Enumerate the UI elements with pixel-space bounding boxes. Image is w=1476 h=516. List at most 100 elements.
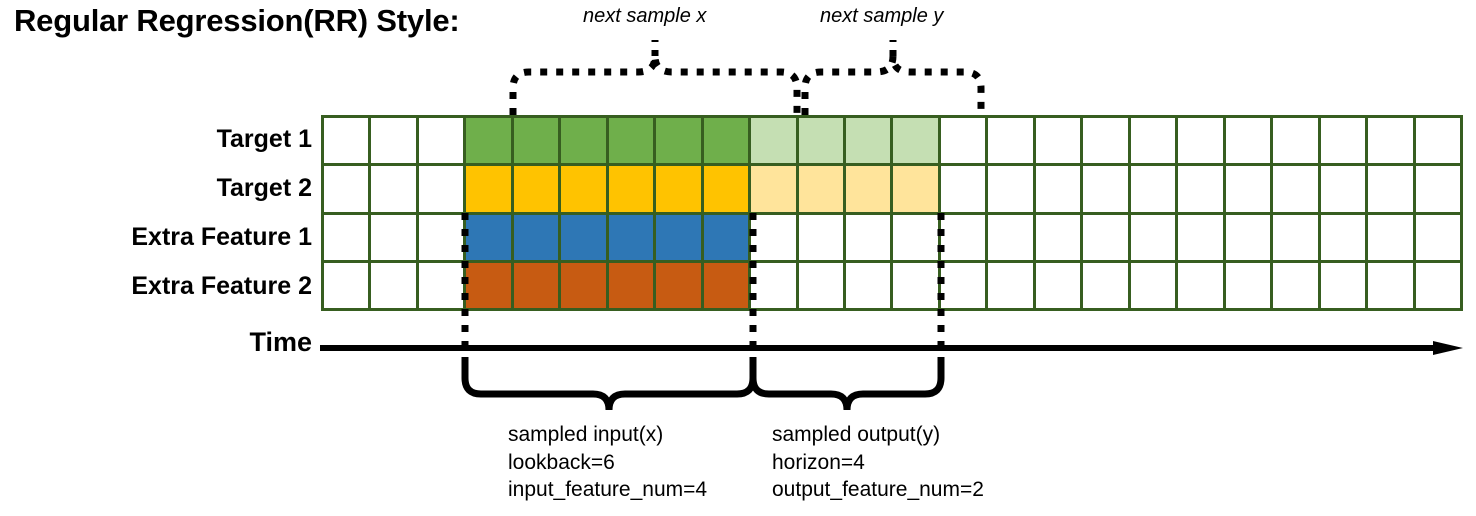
grid-cell-target-1-22-empty — [1368, 118, 1413, 164]
grid-cell-target-2-14-empty — [988, 166, 1033, 212]
grid-cell-target-1-15-empty — [1035, 118, 1081, 164]
grid-cell-target-2-5-input — [561, 166, 606, 212]
grid-cell-target-2-23-empty — [1415, 166, 1460, 212]
grid-cell-target-2-15-empty — [1035, 166, 1081, 212]
grid-cell-target-2-16-empty — [1083, 166, 1128, 212]
annotation-next-sample-y: next sample y — [820, 5, 944, 27]
grid-cell-target-2-12-output — [893, 166, 938, 212]
grid-cell-extra-feature-1-5-input — [561, 214, 606, 260]
grid-cell-extra-feature-2-15-empty — [1035, 262, 1081, 308]
grid-cell-extra-feature-2-7-input — [656, 262, 701, 308]
dotted-brace-next-sample-x — [509, 55, 801, 115]
grid-cell-extra-feature-1-21-empty — [1320, 214, 1366, 260]
grid-cell-extra-feature-1-17-empty — [1130, 214, 1176, 260]
grid-cell-target-2-10-output — [798, 166, 844, 212]
grid-cell-extra-feature-2-3-input — [466, 262, 511, 308]
grid-cell-extra-feature-2-16-empty — [1083, 262, 1128, 308]
grid-cell-target-1-19-empty — [1225, 118, 1271, 164]
caption-output-horizon: horizon=4 — [772, 450, 865, 474]
grid-cell-extra-feature-2-10-empty — [798, 262, 844, 308]
grid-cell-extra-feature-1-22-empty — [1368, 214, 1413, 260]
grid-cell-extra-feature-2-5-input — [561, 262, 606, 308]
grid-cell-target-2-13-empty — [940, 166, 986, 212]
grid-cell-extra-feature-2-6-input — [608, 262, 654, 308]
row-label-text: Extra Feature 2 — [131, 271, 312, 300]
grid-cell-extra-feature-2-8-input — [703, 262, 749, 308]
grid-cell-target-2-22-empty — [1368, 166, 1413, 212]
row-label-extra-feature-2: Extra Feature 2 — [0, 262, 312, 310]
grid-cell-extra-feature-2-2-empty — [418, 262, 464, 308]
time-axis-label: Time — [249, 327, 312, 357]
grid-cell-extra-feature-2-23-empty — [1415, 262, 1460, 308]
grid-cell-target-1-9-output — [751, 118, 796, 164]
row-label-target-2: Target 2 — [0, 164, 312, 212]
grid-cell-target-1-2-empty — [418, 118, 464, 164]
grid-cell-target-1-17-empty — [1130, 118, 1176, 164]
grid-cell-extra-feature-1-11-empty — [846, 214, 891, 260]
grid-cell-target-1-13-empty — [940, 118, 986, 164]
annotation-next-sample-x: next sample x — [583, 5, 707, 27]
grid-cell-extra-feature-1-7-input — [656, 214, 701, 260]
grid-cell-extra-feature-1-18-empty — [1178, 214, 1223, 260]
grid-cell-extra-feature-1-9-empty — [751, 214, 796, 260]
grid-cell-target-1-14-empty — [988, 118, 1033, 164]
grid-cell-extra-feature-1-1-empty — [371, 214, 416, 260]
caption-input-feature-num: input_feature_num=4 — [508, 478, 708, 502]
grid-cell-extra-feature-1-15-empty — [1035, 214, 1081, 260]
row-label-extra-feature-1: Extra Feature 1 — [0, 213, 312, 261]
grid-cell-target-1-21-empty — [1320, 118, 1366, 164]
grid-cell-extra-feature-2-1-empty — [371, 262, 416, 308]
grid-cell-target-1-8-input — [703, 118, 749, 164]
grid-cell-extra-feature-1-0-empty — [324, 214, 369, 260]
grid-cell-extra-feature-2-9-empty — [751, 262, 796, 308]
grid-cell-extra-feature-2-19-empty — [1225, 262, 1271, 308]
grid-cell-extra-feature-1-20-empty — [1273, 214, 1318, 260]
grid-cell-target-2-4-input — [513, 166, 559, 212]
time-axis-arrow — [320, 341, 1463, 355]
grid-cell-target-2-6-input — [608, 166, 654, 212]
grid-cell-target-2-8-input — [703, 166, 749, 212]
grid-cell-target-2-21-empty — [1320, 166, 1366, 212]
grid-cell-target-2-9-output — [751, 166, 796, 212]
grid-cell-target-2-19-empty — [1225, 166, 1271, 212]
grid-cell-extra-feature-1-8-input — [703, 214, 749, 260]
row-label-text: Target 2 — [216, 173, 312, 202]
grid-cell-target-1-4-input — [513, 118, 559, 164]
grid-cell-extra-feature-1-4-input — [513, 214, 559, 260]
row-label-text: Extra Feature 1 — [131, 222, 312, 251]
grid-cell-target-1-10-output — [798, 118, 844, 164]
grid-cell-extra-feature-1-2-empty — [418, 214, 464, 260]
grid-cell-extra-feature-2-22-empty — [1368, 262, 1413, 308]
grid-cell-extra-feature-2-12-empty — [893, 262, 938, 308]
grid-cell-target-1-6-input — [608, 118, 654, 164]
grid-cell-target-1-0-empty — [324, 118, 369, 164]
dotted-brace-next-sample-y — [801, 55, 985, 115]
caption-sampled-input: sampled input(x) lookback=6 input_featur… — [508, 421, 707, 504]
grid-cell-target-1-16-empty — [1083, 118, 1128, 164]
caption-output-title: sampled output(y) — [772, 423, 941, 446]
grid-cell-target-1-3-input — [466, 118, 511, 164]
page-title: Regular Regression(RR) Style: — [14, 3, 460, 38]
grid-cell-extra-feature-1-6-input — [608, 214, 654, 260]
grid-cell-target-2-1-empty — [371, 166, 416, 212]
grid-cell-extra-feature-2-17-empty — [1130, 262, 1176, 308]
grid-cell-target-1-7-input — [656, 118, 701, 164]
grid-cell-extra-feature-2-14-empty — [988, 262, 1033, 308]
grid-cell-extra-feature-2-13-empty — [940, 262, 986, 308]
grid-cell-extra-feature-1-23-empty — [1415, 214, 1460, 260]
caption-input-lookback: lookback=6 — [508, 450, 615, 474]
grid-cell-target-2-3-input — [466, 166, 511, 212]
row-label-text: Target 1 — [216, 124, 312, 153]
grid-cell-extra-feature-1-10-empty — [798, 214, 844, 260]
grid-cell-target-1-23-empty — [1415, 118, 1460, 164]
grid-cell-extra-feature-1-13-empty — [940, 214, 986, 260]
grid-cell-target-2-0-empty — [324, 166, 369, 212]
caption-input-title: sampled input(x) — [508, 423, 664, 446]
grid-cell-target-1-20-empty — [1273, 118, 1318, 164]
grid-cell-extra-feature-1-16-empty — [1083, 214, 1128, 260]
grid-cell-target-1-5-input — [561, 118, 606, 164]
row-label-target-1: Target 1 — [0, 115, 312, 163]
caption-output-feature-num: output_feature_num=2 — [772, 478, 984, 502]
grid-cell-target-2-7-input — [656, 166, 701, 212]
grid-cell-extra-feature-2-11-empty — [846, 262, 891, 308]
